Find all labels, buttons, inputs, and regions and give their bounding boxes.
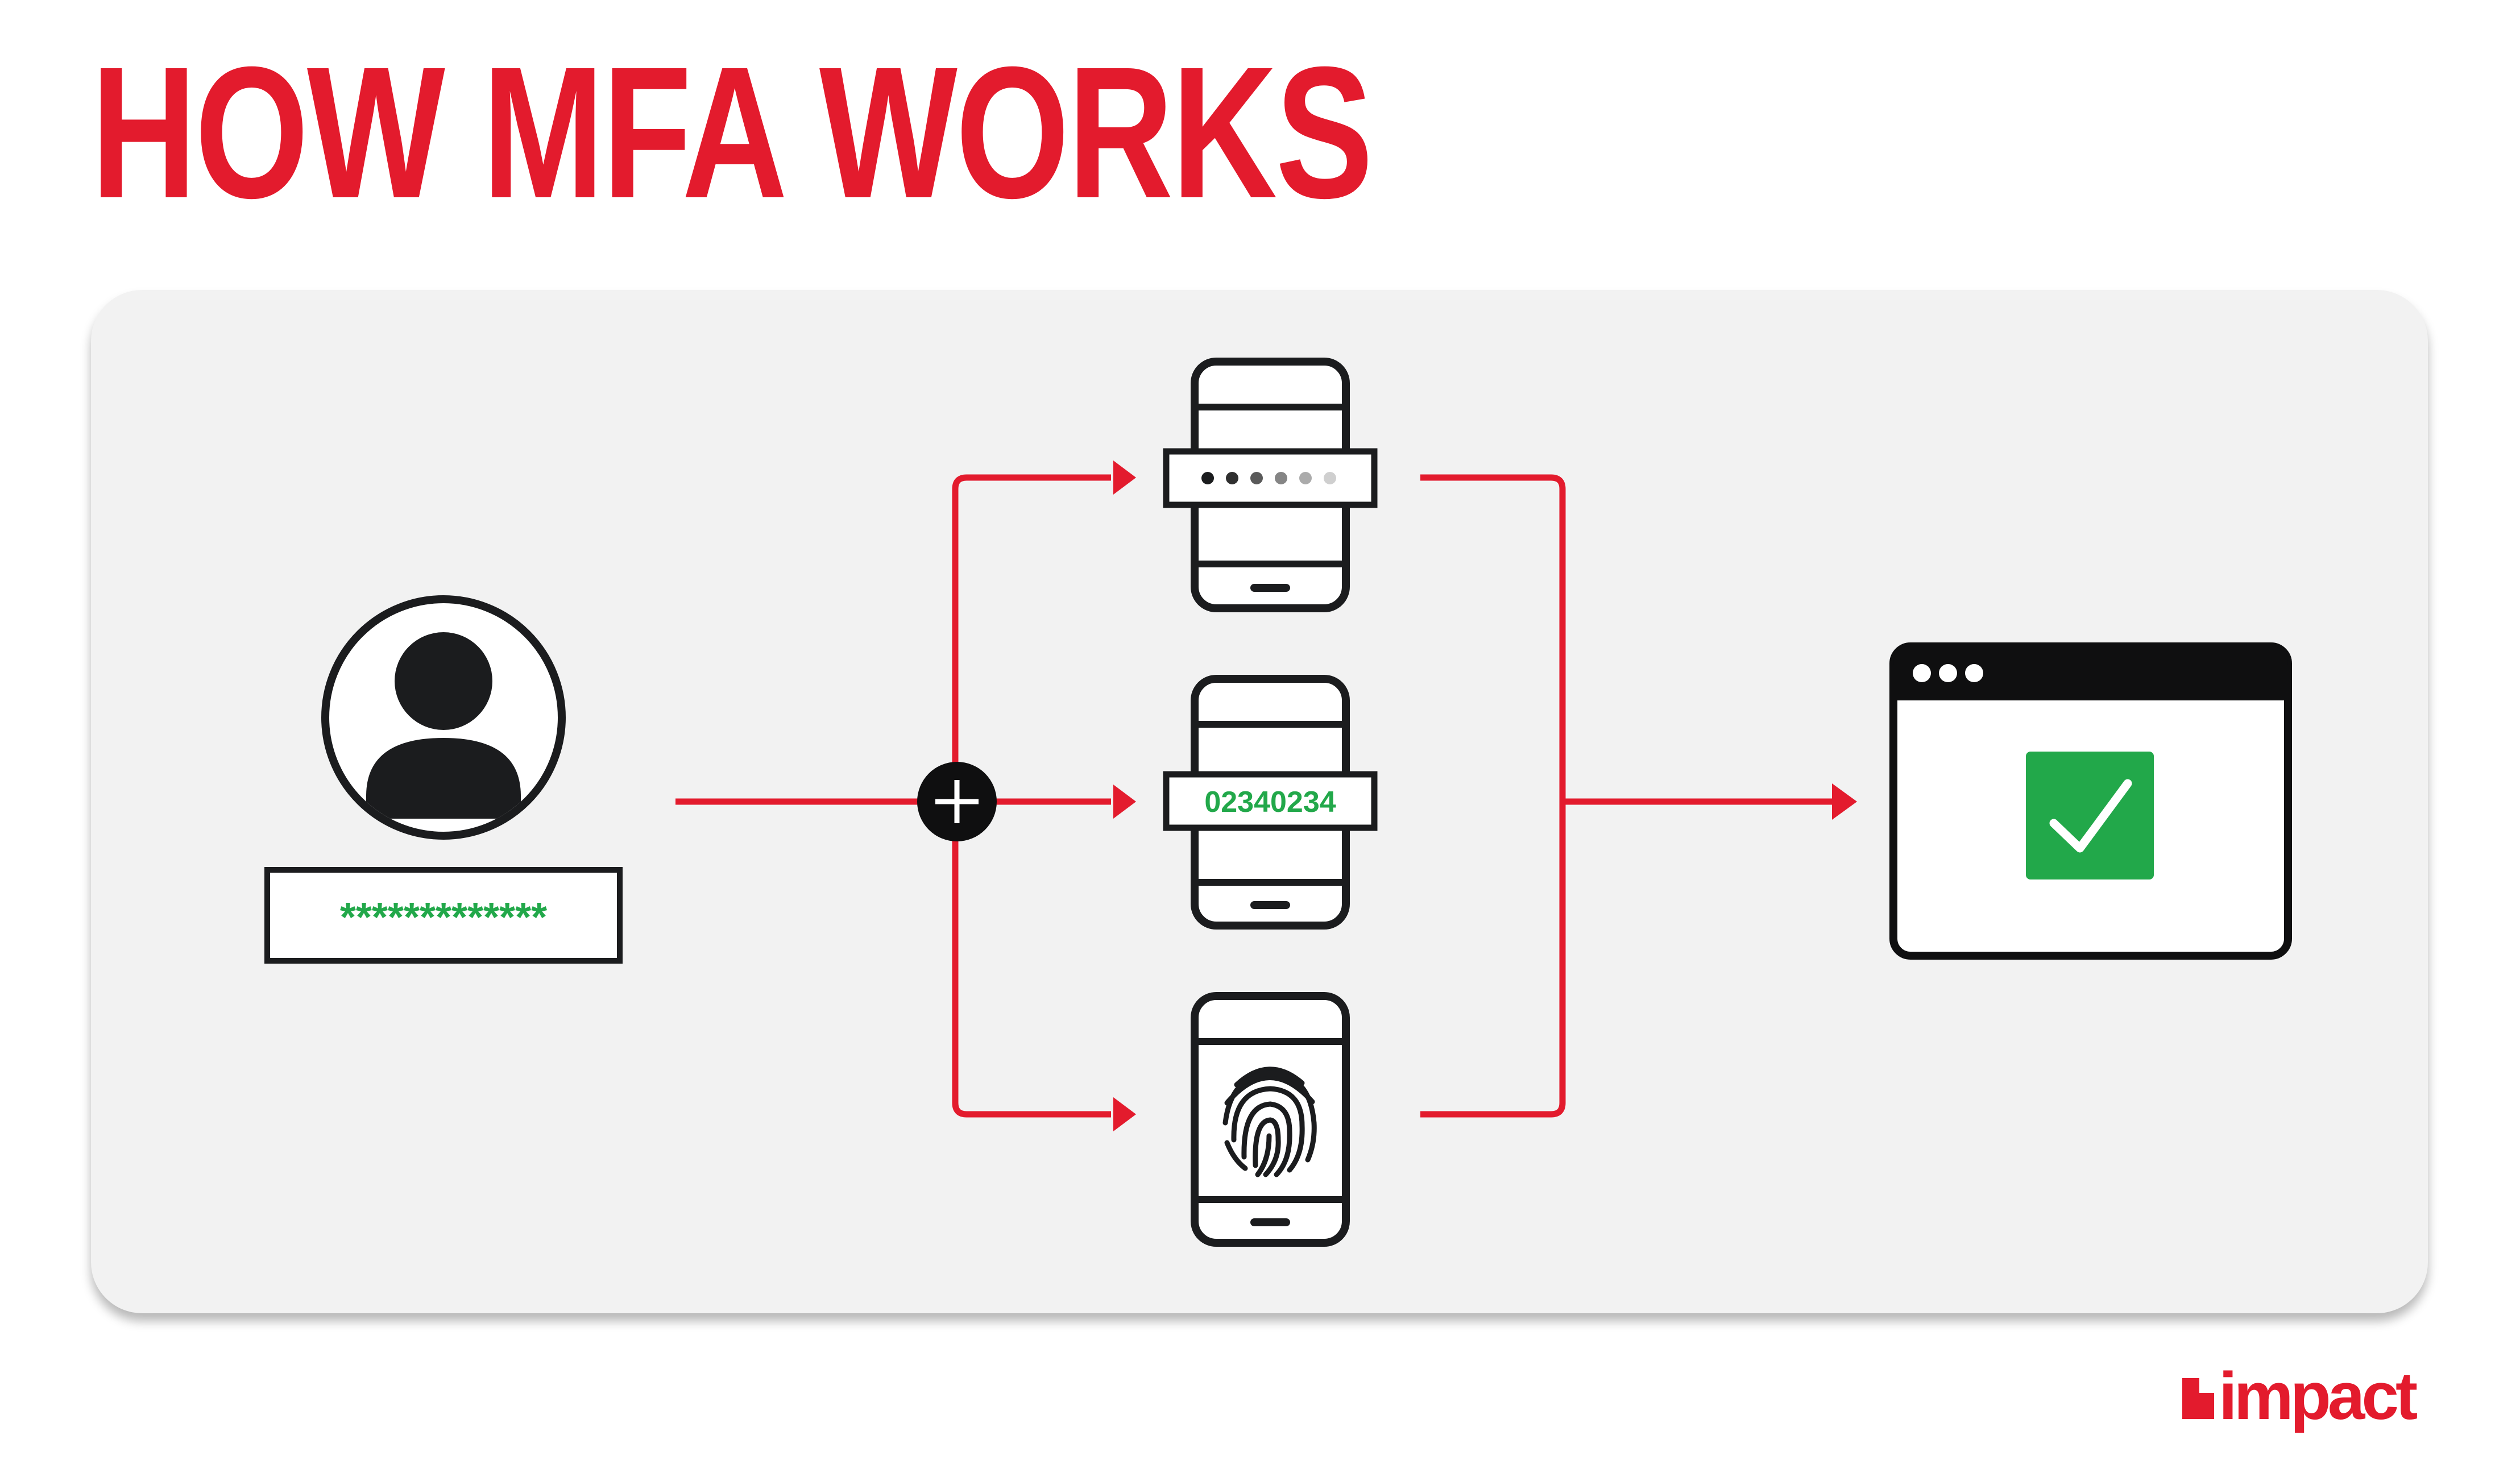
impact-logo: impact	[2182, 1364, 2420, 1434]
browser-window-check-icon	[1889, 642, 2292, 960]
arrowheads-left	[1113, 460, 1136, 1131]
user-avatar-icon	[321, 595, 566, 840]
plus-icon	[917, 762, 997, 841]
check-badge	[2026, 752, 2154, 879]
phone-code-icon: 02340234	[1163, 675, 1378, 930]
fingerprint-icon	[1222, 1067, 1317, 1177]
phone-pin-dots-icon	[1163, 358, 1378, 612]
one-time-code: 02340234	[1204, 786, 1336, 819]
checkmark-icon	[2049, 779, 2132, 853]
logo-text: impact	[2219, 1364, 2417, 1434]
phone-fingerprint-icon	[1191, 992, 1350, 1247]
password-mask: *************	[340, 895, 547, 940]
password-field: *************	[264, 867, 623, 964]
page-title: HOW MFA WORKS	[91, 27, 1373, 237]
flow-connectors-right	[1420, 474, 1834, 1118]
flow-connectors-left	[675, 474, 1111, 1118]
arrowhead-right	[1832, 783, 1857, 820]
